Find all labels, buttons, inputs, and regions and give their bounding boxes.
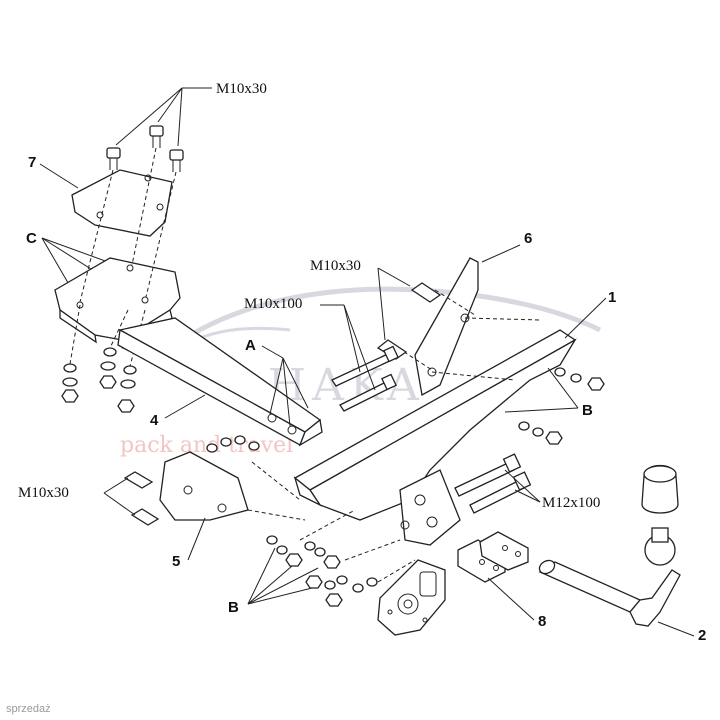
leader-m10x30-mid [377, 267, 411, 341]
label-b-bottom: B [228, 599, 239, 616]
label-c: C [26, 230, 37, 247]
leader-6 [481, 244, 521, 263]
bolts-m10x30-top [106, 125, 184, 172]
nuts-washers-right [518, 367, 605, 445]
nuts-washers-left [61, 304, 146, 413]
leader-4 [164, 394, 206, 419]
leader-m10x30-left [103, 477, 136, 516]
label-m10x30-left: M10x30 [18, 485, 69, 501]
bolts-m10x30-left [123, 471, 160, 526]
label-m10x100: M10x100 [244, 296, 302, 312]
leader-8 [487, 577, 535, 621]
part-8-spacer-blocks [457, 531, 529, 583]
leader-1 [564, 297, 607, 339]
label-m10x30-top: M10x30 [216, 81, 267, 97]
label-m12x100: M12x100 [542, 495, 600, 511]
bolts-m12x100 [454, 453, 532, 514]
part-number-5: 5 [172, 553, 180, 570]
leader-a [261, 345, 309, 427]
part-number-4: 4 [150, 412, 159, 429]
part-5-side-bracket [159, 451, 249, 521]
leader-m10x100 [320, 304, 376, 391]
leader-m12x100 [504, 469, 541, 503]
part-number-2: 2 [698, 627, 706, 644]
leader-b-right [504, 367, 579, 413]
part-number-8: 8 [538, 613, 546, 630]
part-6-bracket [414, 257, 479, 397]
watermark-tagline: pack and travel [120, 433, 293, 458]
part-number-1: 1 [608, 289, 616, 306]
part-2-tow-ball [538, 464, 681, 627]
label-a: A [245, 337, 256, 354]
socket-plate [377, 559, 446, 636]
dashed-bracket-paths [397, 289, 541, 381]
leader-2 [657, 621, 695, 637]
leader-7 [39, 163, 79, 189]
part-7-mounting-plate [71, 169, 173, 237]
part-number-6: 6 [524, 230, 532, 247]
leader-m10x30-top [115, 87, 212, 147]
label-m10x30-mid: M10x30 [310, 258, 361, 274]
part-4-side-arm [117, 317, 323, 447]
nuts-washers-mid [206, 435, 306, 521]
label-b-right: B [582, 402, 593, 419]
credit-text: sprzedaż [6, 703, 51, 715]
bolts-m10x100 [331, 345, 399, 412]
leader-b-bottom [247, 547, 319, 605]
part-number-7: 7 [28, 154, 36, 171]
leader-5 [187, 517, 206, 561]
part-1-crossbar [293, 329, 577, 546]
nuts-washers-bottom [266, 509, 416, 607]
dashed-bolt-paths-top [79, 147, 177, 303]
